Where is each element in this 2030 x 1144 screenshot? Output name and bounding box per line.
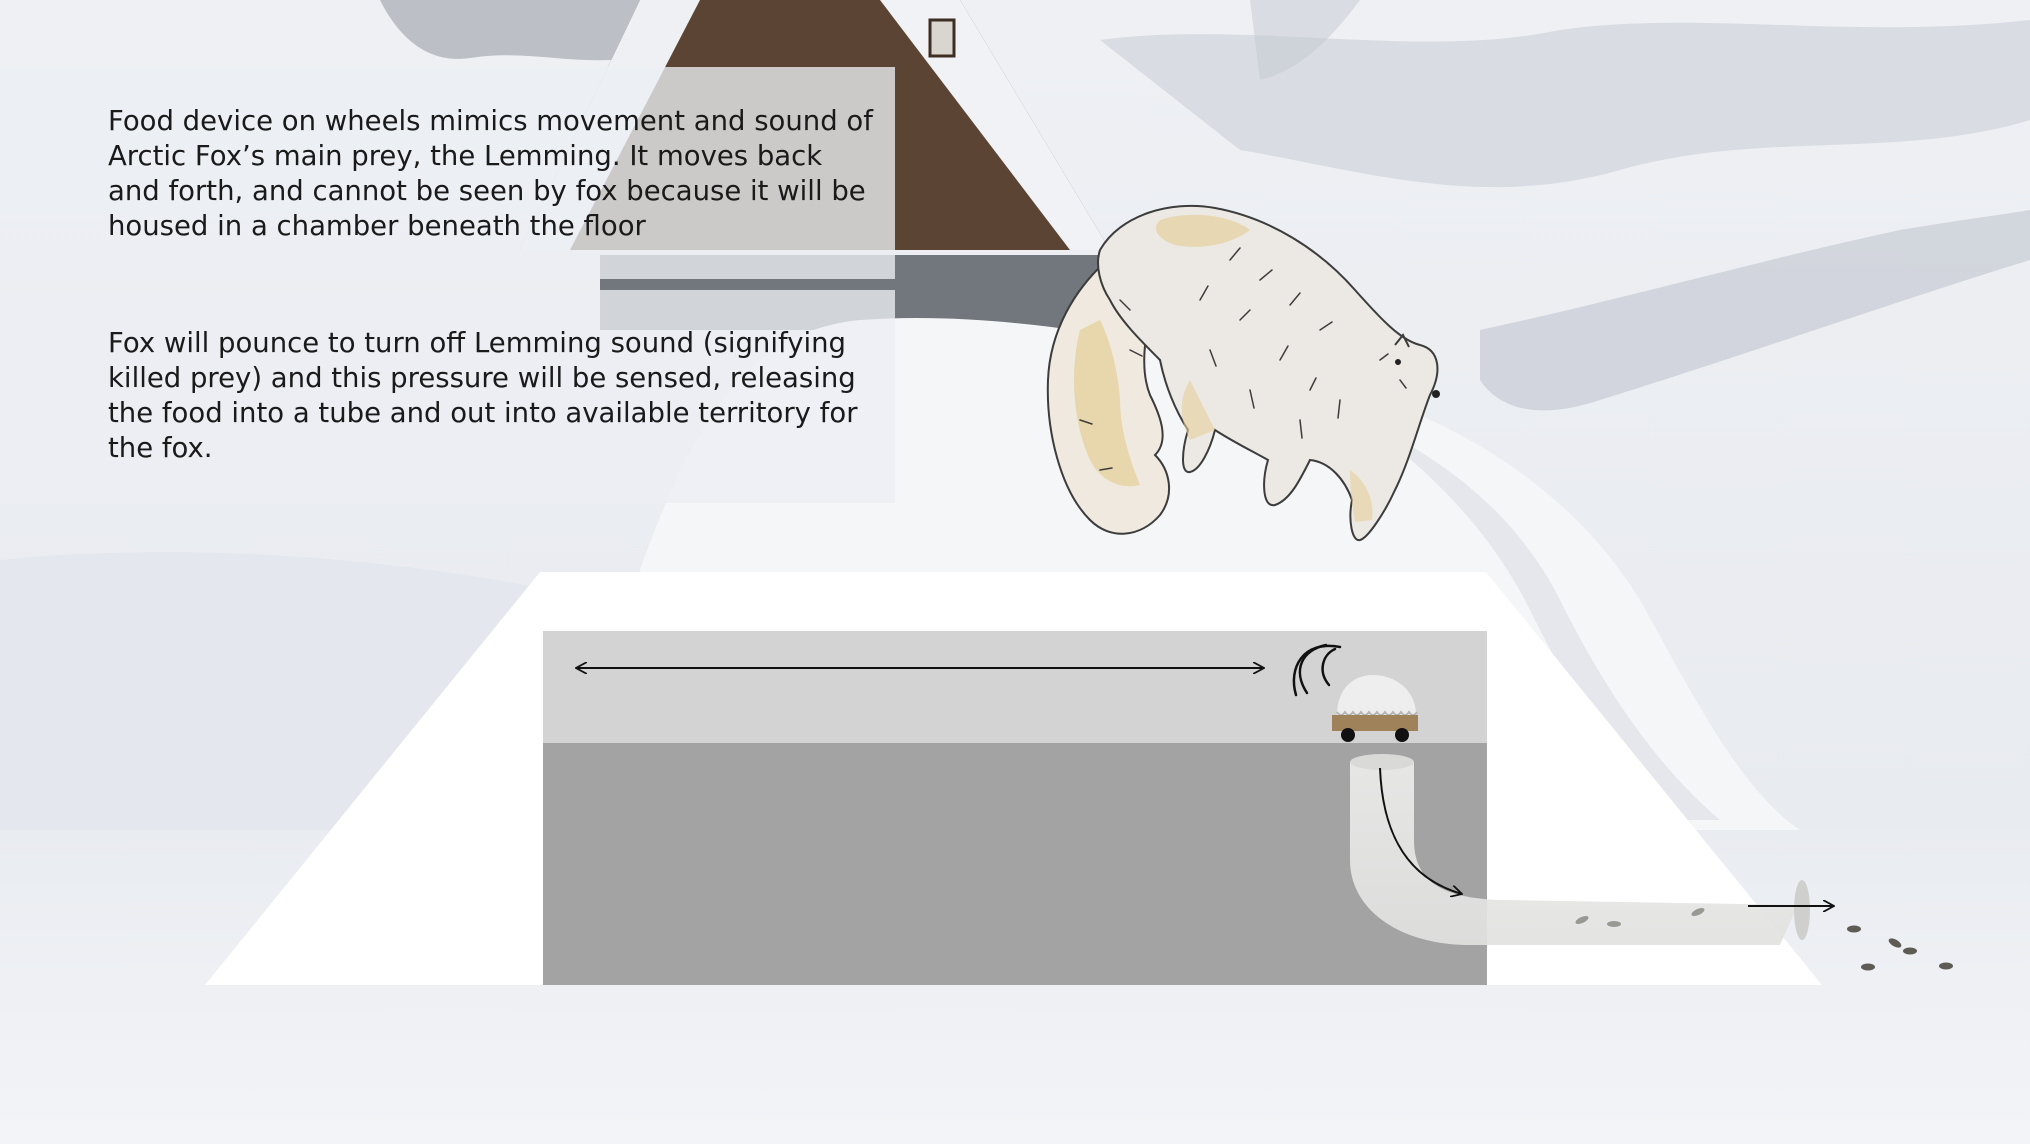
upper-chamber xyxy=(543,631,1487,743)
wheel-icon xyxy=(1395,728,1409,742)
wheel-icon xyxy=(1341,728,1355,742)
lemming-device xyxy=(1332,675,1418,742)
pounce-description-text: Fox will pounce to turn off Lemming soun… xyxy=(108,327,858,464)
curved-arrow-icon xyxy=(1379,767,1462,894)
pounce-caption-panel: Fox will pounce to turn off Lemming soun… xyxy=(0,290,895,503)
device-description-text: Food device on wheels mimics movement an… xyxy=(108,105,873,242)
device-caption-panel: Food device on wheels mimics movement an… xyxy=(0,67,895,279)
food-pellets xyxy=(1847,925,1953,971)
sound-waves-icon xyxy=(1292,643,1342,697)
arctic-fox-illustration xyxy=(1046,204,1440,541)
food-tube xyxy=(1350,754,1810,945)
lower-chamber xyxy=(543,743,1487,985)
